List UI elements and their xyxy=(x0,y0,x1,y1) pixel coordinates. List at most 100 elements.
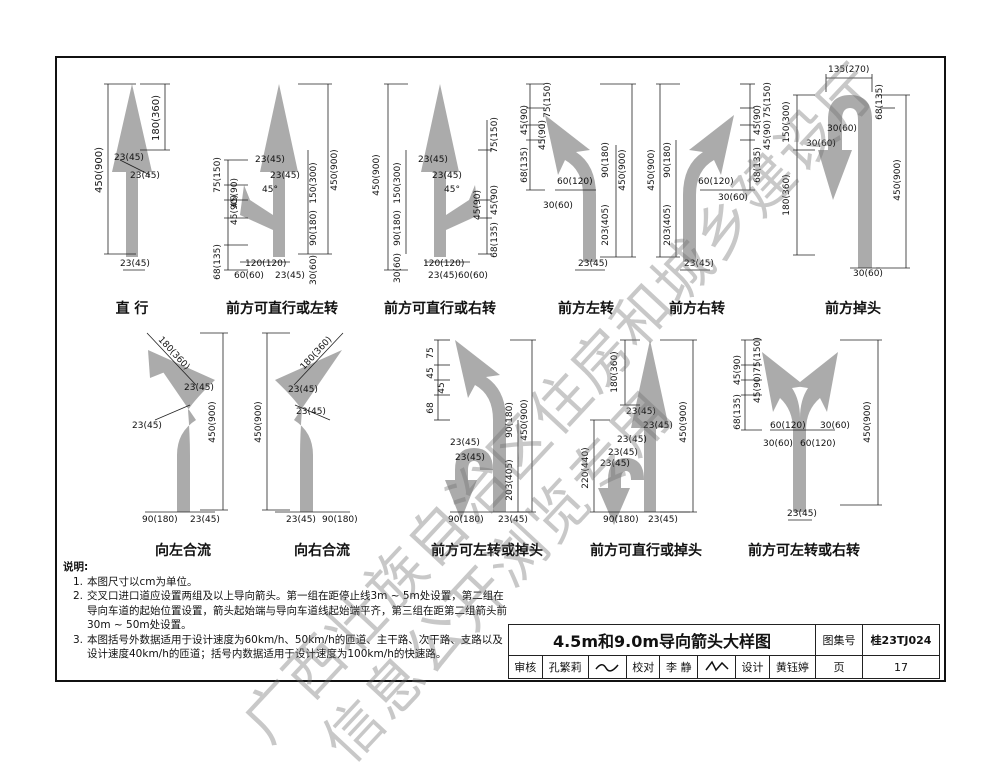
dim-label: 220(440) xyxy=(581,447,591,488)
dim-label: 23(45) xyxy=(275,271,305,281)
dim-label: 450(900) xyxy=(679,401,689,442)
dim-label: 203(405) xyxy=(663,204,673,245)
dim-label: 450(900) xyxy=(372,154,382,195)
dim-label: 450(900) xyxy=(647,149,657,190)
dim-label: 23(45) xyxy=(296,407,326,417)
note-number: 1. xyxy=(72,575,83,588)
dim-label: 90(180) xyxy=(309,210,319,246)
dim-label: 23(45) xyxy=(578,259,608,269)
dim-label: 120(120) xyxy=(423,259,464,269)
dim-label: 45(90) xyxy=(753,373,763,403)
dim-label: 23(45) xyxy=(288,385,318,395)
review-label: 审核 xyxy=(508,655,543,679)
dim-label: 45(90) xyxy=(538,120,548,150)
arrow-straight-right xyxy=(384,83,492,271)
dim-label: 68(135) xyxy=(490,222,500,258)
caption-straight-uturn: 前方可直行或掉头 xyxy=(590,543,702,559)
caption-uturn: 前方掉头 xyxy=(825,301,881,317)
caption-straight-right: 前方可直行或右转 xyxy=(384,301,496,317)
dim-label: 90(180) xyxy=(393,210,403,246)
dim-label: 45(90) xyxy=(230,195,240,225)
dim-label: 180(360) xyxy=(151,95,162,141)
dim-label: 120(120) xyxy=(245,259,286,269)
dim-label: 45° xyxy=(444,185,460,195)
dim-label: 90(180) xyxy=(448,515,484,525)
dim-label: 60(120) xyxy=(557,177,593,187)
dim-label: 450(900) xyxy=(520,399,530,440)
dim-label: 23(45) xyxy=(286,515,316,525)
arrow-left-uturn xyxy=(434,339,536,520)
dim-label: 75(150) xyxy=(490,117,500,153)
dim-label: 30(60) xyxy=(393,253,403,283)
arrow-uturn xyxy=(793,74,910,269)
drawing-title: 4.5m和9.0m导向箭头大样图 xyxy=(508,624,816,656)
caption-left: 前方左转 xyxy=(558,301,614,317)
dim-label: 30(60) xyxy=(853,269,883,279)
dim-label: 60(60) xyxy=(458,271,488,281)
caption-merge-right: 向右合流 xyxy=(294,543,350,559)
arrow-merge-left xyxy=(145,332,228,513)
dim-label: 23(45) xyxy=(432,171,462,181)
dim-label: 60(120) xyxy=(800,439,836,449)
dim-label: 75(150) xyxy=(763,82,773,118)
dim-label: 45(90) xyxy=(490,185,500,215)
drawing-sheet: 450(900) 180(360) 23(45) 23(45) 23(45) 7… xyxy=(55,56,946,682)
dim-label: 45(90) xyxy=(763,120,773,150)
dim-label: 60(120) xyxy=(770,421,806,431)
caption-straight: 直 行 xyxy=(115,301,149,317)
note-item: 2. 交叉口进口道应设置两组及以上导向箭头。第一组在距停止线3m ~ 5m处设置… xyxy=(63,589,508,633)
dim-label: 90(180) xyxy=(322,515,358,525)
dim-label: 45(90) xyxy=(753,105,763,135)
dim-label: 450(900) xyxy=(893,159,903,200)
dim-label: 45(90) xyxy=(473,190,483,220)
note-text: 本图尺寸以cm为单位。 xyxy=(87,575,198,588)
dim-label: 135(270) xyxy=(828,65,869,75)
reviewer-name: 孔繁莉 xyxy=(541,655,589,679)
dim-label: 150(300) xyxy=(309,162,319,203)
dim-label: 68(135) xyxy=(733,394,743,430)
dim-label: 23(45) xyxy=(255,155,285,165)
dim-label: 30(60) xyxy=(718,193,748,203)
dim-label: 23(45) xyxy=(130,171,160,181)
dim-label: 90(180) xyxy=(601,142,611,178)
caption-left-right: 前方可左转或右转 xyxy=(748,543,860,559)
arrow-left-turn xyxy=(526,83,636,271)
arrow-right-turn xyxy=(656,83,755,271)
dim-label: 23(45) xyxy=(132,421,162,431)
caption-straight-left: 前方可直行或左转 xyxy=(226,301,338,317)
dim-label: 45(90) xyxy=(520,105,530,135)
dim-label: 45° xyxy=(262,185,278,195)
note-item: 3. 本图括号外数据适用于设计速度为60km/h、50km/h的匝道、主干路、次… xyxy=(63,633,508,662)
dim-label: 75(150) xyxy=(213,157,223,193)
dim-label: 45(90) xyxy=(230,178,240,208)
dim-label: 23(45) xyxy=(418,155,448,165)
title-block: 4.5m和9.0m导向箭头大样图 图集号 桂23TJ024 审核 孔繁莉 校对 … xyxy=(508,624,940,679)
note-text: 本图括号外数据适用于设计速度为60km/h、50km/h的匝道、主干路、次干路、… xyxy=(87,633,503,661)
dim-label: 90(180) xyxy=(505,402,515,438)
page-number: 17 xyxy=(862,655,940,679)
notes-title: 说明: xyxy=(63,561,89,573)
note-text: 交叉口进口道应设置两组及以上导向箭头。第一组在距停止线3m ~ 5m处设置，第二… xyxy=(87,590,507,631)
dim-label: 30(60) xyxy=(806,139,836,149)
dim-label: 45(90) xyxy=(733,355,743,385)
caption-right: 前方右转 xyxy=(669,301,725,317)
dim-label: 23(45) xyxy=(455,453,485,463)
dim-label: 30(60) xyxy=(763,439,793,449)
dim-label: 450(900) xyxy=(863,401,873,442)
dim-label: 450(900) xyxy=(208,401,218,442)
page-label: 页 xyxy=(815,655,863,679)
dim-label: 23(45) xyxy=(600,459,630,469)
designer-name: 黄钰婷 xyxy=(768,655,817,679)
dim-label: 23(45) xyxy=(498,515,528,525)
dim-label: 60(60) xyxy=(234,271,264,281)
arrow-straight xyxy=(104,83,170,271)
dim-label: 60(120) xyxy=(698,177,734,187)
dim-label: 23(45) xyxy=(648,515,678,525)
dim-label: 150(300) xyxy=(782,101,792,142)
dim-label: 68(135) xyxy=(753,147,763,183)
caption-left-uturn: 前方可左转或掉头 xyxy=(431,543,543,559)
dim-label: 45 xyxy=(437,382,447,393)
dim-label: 450(900) xyxy=(330,149,340,190)
dim-label: 45 xyxy=(426,367,436,378)
note-number: 3. xyxy=(72,633,83,646)
